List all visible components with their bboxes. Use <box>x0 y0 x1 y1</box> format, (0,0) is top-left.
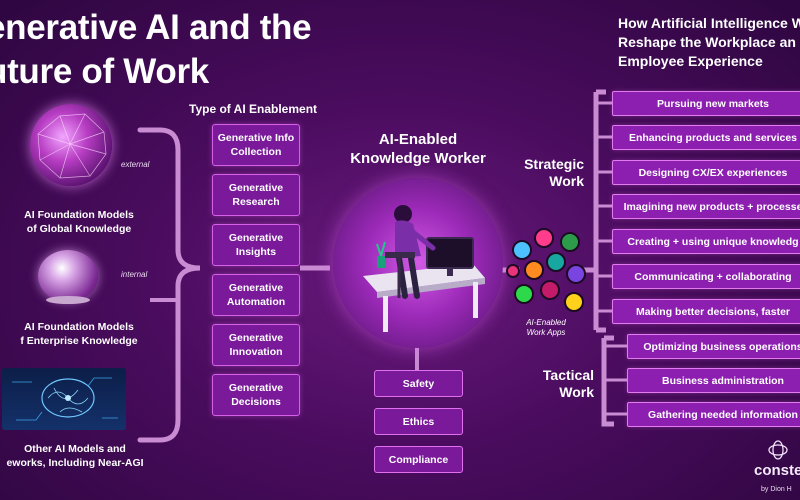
apps-line-1: AI-Enabled <box>526 318 566 327</box>
apps-line-2: Work Apps <box>526 328 566 337</box>
center-title-line-1: AI-Enabled <box>378 131 458 148</box>
app-icon <box>540 280 560 300</box>
strategic-item: Making better decisions, faster <box>612 299 800 324</box>
enablement-label: Automation <box>226 296 286 308</box>
compliance-box: Compliance <box>374 446 463 473</box>
strategic-item: Designing CX/EX experiences <box>612 160 800 185</box>
strategic-bracket <box>593 89 606 333</box>
tactical-line-2: Work <box>559 384 594 400</box>
app-icon <box>566 264 586 284</box>
tactical-bracket <box>601 335 614 427</box>
title-line-1: enerative AI and the <box>0 8 312 47</box>
strategic-item: Creating + using unique knowledg <box>612 229 800 254</box>
enablement-label: Generative <box>228 282 284 294</box>
enterprise-knowledge-label: AI Foundation Models f Enterprise Knowle… <box>4 320 154 348</box>
enablement-label: Research <box>232 196 280 208</box>
app-icon <box>524 260 544 280</box>
enablement-label: Generative <box>228 182 284 194</box>
strategic-item: Imagining new products + processe <box>612 194 800 219</box>
center-title: AI-Enabled Knowledge Worker <box>338 130 498 168</box>
global-line-1: AI Foundation Models <box>24 209 134 221</box>
global-line-2: of Global Knowledge <box>26 223 132 235</box>
knowledge-worker-illustration <box>333 178 503 348</box>
internal-label: internal <box>121 270 148 279</box>
strategic-line-2: Work <box>549 173 584 189</box>
right-title-line-1: How Artificial Intelligence W <box>618 15 800 31</box>
app-icon <box>564 292 584 312</box>
app-icon <box>512 240 532 260</box>
author-byline: by Dion H <box>761 486 792 493</box>
app-icon <box>534 228 554 248</box>
global-knowledge-label: AI Foundation Models of Global Knowledge <box>4 208 154 236</box>
other-models-label: Other AI Models and eworks, Including Ne… <box>0 442 150 470</box>
tactical-line-1: Tactical <box>542 367 594 383</box>
safety-box: Safety <box>374 370 463 397</box>
work-apps-cluster <box>506 224 586 319</box>
enablement-label: Generative <box>228 382 284 394</box>
brand-name: conste <box>754 462 800 479</box>
app-icon <box>546 252 566 272</box>
enablement-label: Decisions <box>231 396 281 408</box>
enablement-label: Collection <box>230 146 282 158</box>
page-title: enerative AI and the uture of Work <box>0 6 386 94</box>
left-brace <box>137 127 201 443</box>
strategic-item: Enhancing products and services <box>612 125 800 150</box>
brand-logo-icon <box>768 440 788 460</box>
enablement-label: Generative <box>228 332 284 344</box>
center-title-line-2: Knowledge Worker <box>350 150 486 167</box>
tactical-work-label: Tactical Work <box>528 367 594 401</box>
enablement-label: Innovation <box>229 346 283 358</box>
enterprise-line-1: AI Foundation Models <box>24 321 134 333</box>
other-line-2: eworks, Including Near-AGI <box>6 457 144 469</box>
other-line-1: Other AI Models and <box>24 443 126 455</box>
strategic-work-label: Strategic Work <box>520 156 584 190</box>
global-knowledge-globe-icon <box>30 104 112 186</box>
enablement-label: Generative <box>228 232 284 244</box>
tactical-item: Optimizing business operations <box>627 334 800 359</box>
ai-brain-image <box>2 368 126 430</box>
crystal-ball-base <box>46 296 90 304</box>
strategic-line-1: Strategic <box>524 156 584 172</box>
strategic-item: Pursuing new markets <box>612 91 800 116</box>
right-title-line-2: Reshape the Workplace an <box>618 34 796 50</box>
app-icon <box>514 284 534 304</box>
work-apps-label: AI-Enabled Work Apps <box>520 318 572 338</box>
right-title-line-3: Employee Experience <box>618 53 763 69</box>
enablement-heading: Type of AI Enablement <box>189 102 318 116</box>
enablement-label: Generative Info <box>217 132 295 144</box>
ethics-box: Ethics <box>374 408 463 435</box>
strategic-item: Communicating + collaborating <box>612 264 800 289</box>
tactical-item: Business administration <box>627 368 800 393</box>
app-icon <box>506 264 520 278</box>
external-label: external <box>121 160 150 169</box>
enablement-label: Insights <box>235 246 277 258</box>
tactical-item: Gathering needed information <box>627 402 800 427</box>
right-title: How Artificial Intelligence W Reshape th… <box>618 14 800 71</box>
enterprise-line-2: f Enterprise Knowledge <box>20 335 138 347</box>
app-icon <box>560 232 580 252</box>
enterprise-knowledge-crystal-ball-icon <box>38 250 98 302</box>
title-line-2: uture of Work <box>0 52 209 91</box>
